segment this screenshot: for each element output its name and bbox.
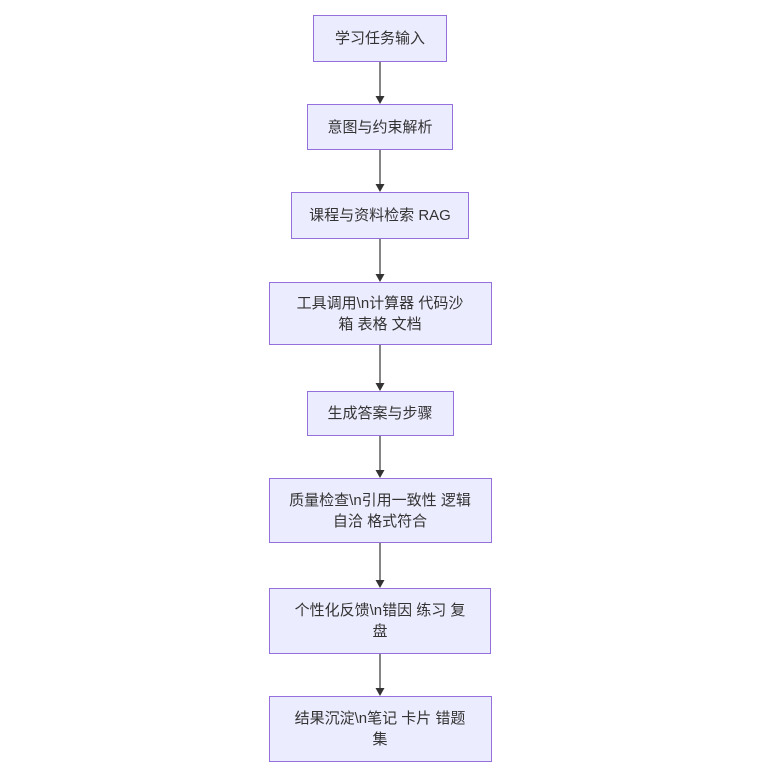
flow-node-result-archive: 结果沉淀\n笔记 卡片 错题 集	[268, 696, 492, 762]
node-label-line: 课程与资料检索 RAG	[309, 207, 451, 224]
node-label-line: 意图与约束解析	[327, 118, 433, 136]
node-label-line: 个性化反馈\n错因 练习 复	[294, 602, 466, 619]
node-label-line: 箱 表格 文档	[338, 315, 422, 333]
flow-node-retrieval-rag: 课程与资料检索 RAG	[291, 192, 469, 239]
flow-arrow-down	[375, 654, 385, 696]
node-label-line: 学习任务输入	[334, 30, 425, 47]
node-label-line: 集	[372, 731, 388, 748]
flow-node-personal-feedback: 个性化反馈\n错因 练习 复 盘	[269, 588, 491, 654]
flow-node-tool-call: 工具调用\n计算器 代码沙 箱 表格 文档	[268, 282, 492, 345]
flow-node-intent-parse: 意图与约束解析	[307, 104, 453, 150]
flow-arrow-down	[375, 436, 385, 478]
flow-arrow-down	[375, 345, 385, 391]
flow-node-quality-check: 质量检查\n引用一致性 逻辑 自洽 格式符合	[268, 478, 492, 543]
node-label-line: 盘	[372, 623, 388, 640]
flow-arrow-down	[375, 543, 385, 588]
flow-arrow-down	[375, 239, 385, 282]
node-label-line: 质量检查\n引用一致性 逻辑	[289, 491, 471, 509]
node-label-line: 工具调用\n计算器 代码沙	[296, 294, 464, 312]
node-label-line: 结果沉淀\n笔记 卡片 错题	[294, 710, 466, 727]
flow-arrow-down	[375, 62, 385, 104]
flow-node-task-input: 学习任务输入	[313, 15, 447, 62]
flow-node-answer-steps: 生成答案与步骤	[306, 391, 454, 436]
flow-arrow-down	[375, 150, 385, 192]
node-label-line: 生成答案与步骤	[327, 405, 433, 422]
node-label-line: 自洽 格式符合	[332, 512, 428, 530]
